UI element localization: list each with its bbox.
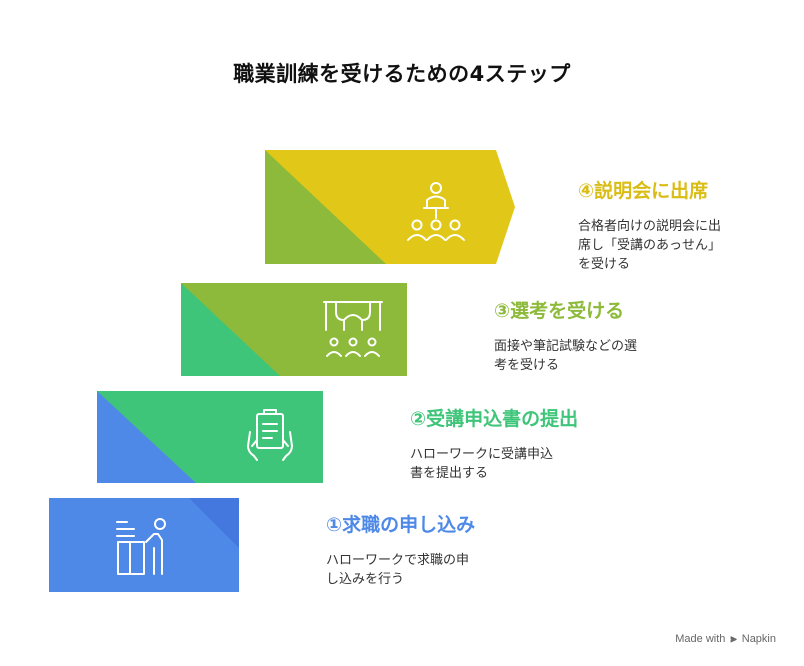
napkin-logo-icon: ⫸	[730, 633, 737, 645]
step2-description: ハローワークに受講申込 書を提出する	[410, 445, 578, 483]
person-at-desk-icon	[116, 518, 166, 575]
step2-desc-line2: 書を提出する	[410, 466, 489, 481]
page-title: 職業訓練を受けるための4ステップ	[233, 62, 571, 86]
step2-desc-line1: ハローワークに受講申込	[410, 447, 554, 462]
step2-title: ②受講申込書の提出	[410, 408, 579, 430]
step4-desc-line2: 席し「受講のあっせん」	[578, 238, 722, 253]
step3-fold	[181, 283, 280, 376]
step3-desc-line1: 面接や筆記試験などの選	[494, 339, 638, 354]
step3-description: 面接や筆記試験などの選 考を受ける	[494, 337, 637, 375]
watermark-prefix: Made with	[675, 633, 726, 645]
step3-text: ③選考を受ける 面接や筆記試験などの選 考を受ける	[494, 296, 637, 375]
step4-desc-line3: を受ける	[578, 257, 631, 272]
hands-holding-form-icon	[247, 409, 293, 461]
step1-description: ハローワークで求職の申 し込みを行う	[326, 551, 475, 589]
step4-fold	[265, 150, 386, 264]
step3-desc-line2: 考を受ける	[494, 358, 560, 373]
step4-desc-line1: 合格者向けの説明会に出	[578, 219, 722, 234]
step1-fold-shadow	[189, 498, 239, 548]
step4-title: ④説明会に出席	[578, 180, 709, 202]
step1-desc-line1: ハローワークで求職の申	[326, 553, 470, 568]
step1-text: ①求職の申し込み ハローワークで求職の申 し込みを行う	[326, 510, 475, 589]
step3-title: ③選考を受ける	[494, 300, 625, 322]
step2-fold	[97, 391, 196, 483]
exam-hall-icon	[323, 301, 383, 357]
step4-text: ④説明会に出席 合格者向けの説明会に出 席し「受講のあっせん」 を受ける	[578, 176, 721, 274]
napkin-watermark[interactable]: Made with ⫸ Napkin	[675, 633, 776, 646]
step1-title: ①求職の申し込み	[326, 514, 476, 536]
step1-desc-line2: し込みを行う	[326, 572, 405, 587]
step4-description: 合格者向けの説明会に出 席し「受講のあっせん」 を受ける	[578, 217, 721, 274]
presenter-audience-icon	[407, 182, 465, 241]
watermark-brand: Napkin	[741, 633, 776, 645]
step2-text: ②受講申込書の提出 ハローワークに受講申込 書を提出する	[410, 404, 578, 483]
